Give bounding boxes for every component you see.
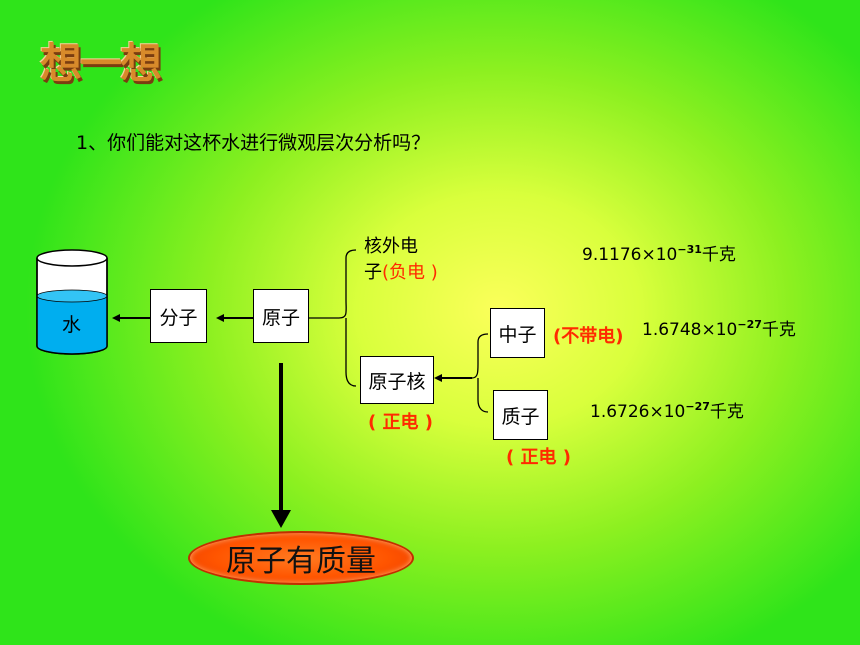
neutron-mass: 1.6748×10−27千克 [642,318,796,340]
proton-mass: 1.6726×10−27千克 [590,400,744,422]
atom-bracket [338,249,357,387]
beaker-icon [36,249,108,355]
nucleus-charge: ( 正电 ) [368,412,433,433]
electron-mass: 9.1176×10−31千克 [582,243,736,265]
molecule-box: 分子 [150,289,207,343]
electron-label-line2: 子 [364,262,382,283]
neutron-box: 中子 [490,308,545,358]
question-text: 1、你们能对这杯水进行微观层次分析吗？ [76,132,431,154]
conclusion-ellipse: 原子有质量 [188,531,414,585]
arrow-down-to-conclusion [271,510,291,528]
electron-label-line1: 核外电 [364,236,418,257]
atom-box: 原子 [253,289,309,343]
proton-box: 质子 [493,390,548,440]
neutron-charge: (不带电) [553,326,624,347]
electron-label: 核外电 子(负电 ) [364,234,438,286]
proton-charge: ( 正电 ) [506,447,571,468]
nucleus-box: 原子核 [360,356,434,404]
page-title: 想一想 [40,39,162,88]
water-label: 水 [62,314,82,336]
nucleus-bracket [471,333,489,413]
electron-charge: (负电 ) [382,262,438,283]
